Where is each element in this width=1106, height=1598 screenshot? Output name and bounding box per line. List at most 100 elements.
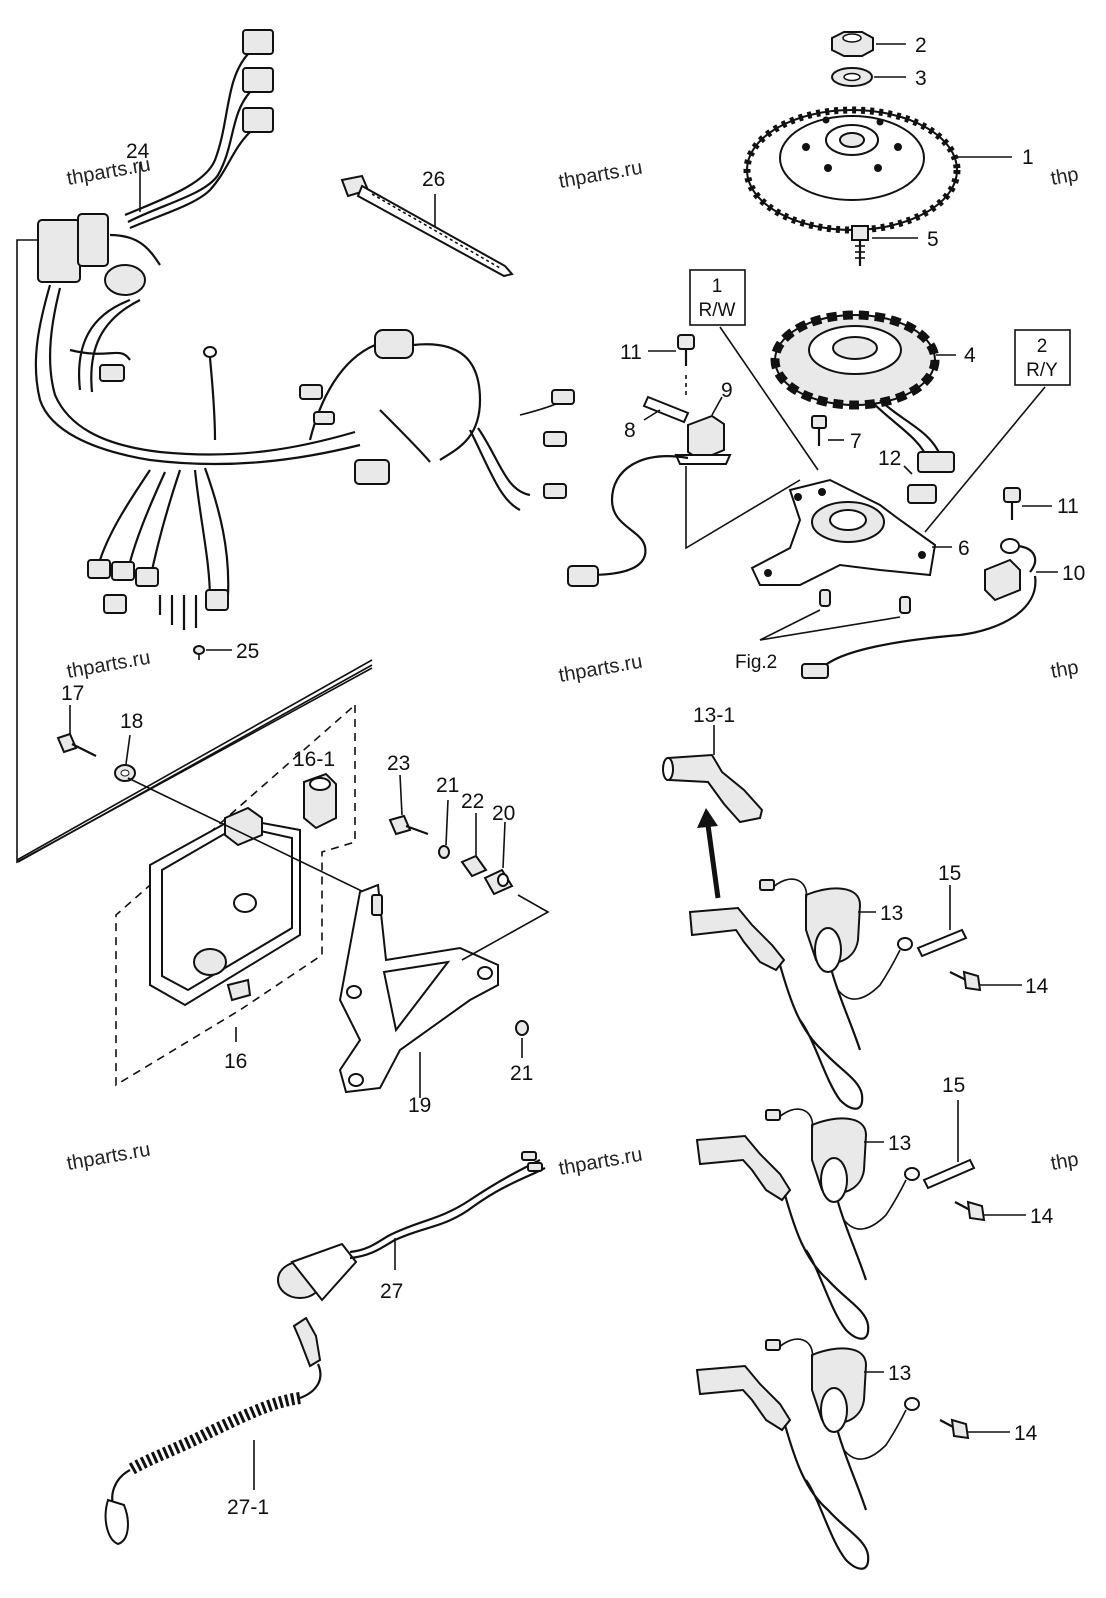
callout-4: 4 — [964, 344, 976, 367]
ignition-coil-icon — [688, 878, 913, 1110]
ignition-coil-icon — [695, 1338, 920, 1570]
leader-line — [502, 821, 506, 869]
callout-5: 5 — [927, 228, 939, 251]
spark-plug-cap-icon — [662, 753, 764, 824]
callout-14: 14 — [1025, 975, 1049, 998]
callout-20: 20 — [492, 802, 515, 825]
screw-icon — [811, 415, 827, 446]
callout-6: 6 — [958, 537, 970, 560]
arrow-head — [697, 808, 718, 828]
bolt-icon — [388, 814, 429, 836]
callout-24: 24 — [126, 140, 150, 163]
rubber-cap-icon — [303, 772, 337, 830]
pulser-coil-icon — [567, 414, 732, 587]
callout-7: 7 — [850, 430, 862, 453]
watermark: thparts.ru — [65, 1139, 152, 1175]
callout-15: 15 — [938, 862, 961, 885]
callout-13-1: 13-1 — [693, 704, 735, 727]
wire-harness-icon — [34, 29, 575, 630]
ground-lead-icon — [922, 1158, 976, 1190]
callout-21: 21 — [436, 774, 459, 797]
bolt-icon — [56, 732, 97, 757]
bolt-icon — [939, 1418, 970, 1440]
assembly-line — [16, 659, 373, 861]
callout-25: 25 — [236, 640, 259, 663]
screw-icon — [677, 334, 695, 395]
nut-icon — [831, 31, 874, 57]
plate-icon — [642, 395, 690, 424]
cdi-unit-icon — [149, 806, 301, 1007]
leader-line — [924, 386, 1046, 533]
box-code: R/Y — [1026, 360, 1058, 381]
assembly-line — [16, 239, 373, 864]
callout-2: 2 — [915, 34, 927, 57]
callout-11: 11 — [620, 341, 642, 364]
callout-13: 13 — [888, 1132, 911, 1155]
callout-17: 17 — [61, 682, 84, 705]
leader-line — [711, 396, 723, 416]
lanyard-icon — [104, 1316, 322, 1546]
box-number: 1 — [712, 276, 723, 297]
callout-18: 18 — [120, 710, 143, 733]
leader-line — [903, 465, 913, 475]
watermarks: thparts.ru thparts.ru thparts.ru thparts… — [65, 154, 1080, 1180]
washer-icon — [515, 1020, 529, 1036]
leader-line — [125, 734, 131, 765]
callout-8: 8 — [624, 419, 636, 442]
watermark: thp — [1049, 163, 1080, 189]
grommet-icon — [483, 868, 514, 896]
ignition-coil-icon — [695, 1108, 920, 1340]
box-number: 2 — [1037, 336, 1048, 357]
washer-icon — [438, 845, 450, 859]
callout-23: 23 — [387, 752, 410, 775]
callout-15: 15 — [942, 1074, 965, 1097]
callout-21: 21 — [510, 1062, 533, 1085]
assembly-line — [685, 466, 801, 550]
leader-line — [399, 774, 403, 816]
callout-9: 9 — [721, 379, 733, 402]
watermark: thparts.ru — [65, 647, 152, 683]
connector-icon — [907, 484, 937, 504]
leader-line — [759, 609, 821, 641]
leader-line — [643, 409, 661, 421]
callout-16-1: 16-1 — [293, 748, 335, 771]
callout-3: 3 — [915, 67, 927, 90]
callout-22: 22 — [461, 790, 484, 813]
callout-12: 12 — [878, 447, 901, 470]
screw-icon — [193, 645, 205, 660]
stator-coil-icon — [770, 310, 955, 473]
stop-switch-icon — [277, 1151, 546, 1302]
dashed-outline — [115, 704, 356, 1087]
callout-16: 16 — [224, 1050, 247, 1073]
callout-11: 11 — [1057, 495, 1079, 518]
callout-19: 19 — [408, 1094, 431, 1117]
callout-26: 26 — [422, 168, 445, 191]
bracket-icon — [338, 883, 499, 1094]
callout-13: 13 — [888, 1362, 911, 1385]
callout-10: 10 — [1062, 562, 1085, 585]
leader-line — [759, 616, 901, 641]
callout-1: 1 — [1022, 146, 1034, 169]
washer-icon — [831, 67, 873, 87]
wire-color-box-rw: 1 R/W — [689, 269, 746, 326]
assembly-line — [17, 664, 373, 863]
assembly-line — [461, 894, 550, 961]
base-plate-icon — [750, 478, 937, 586]
figure-reference: Fig.2 — [735, 652, 777, 673]
callout-27-1: 27-1 — [227, 1496, 269, 1519]
watermark: thp — [1049, 1148, 1080, 1174]
callout-14: 14 — [1030, 1205, 1054, 1228]
flywheel-icon — [743, 106, 961, 234]
bolt-icon — [954, 1200, 986, 1222]
watermark: thparts.ru — [557, 1144, 644, 1180]
assembly-arrow — [705, 824, 721, 899]
watermark: thp — [1049, 656, 1080, 682]
callout-27: 27 — [380, 1280, 403, 1303]
wire-color-box-ry: 2 R/Y — [1014, 329, 1071, 386]
box-code: R/W — [699, 300, 736, 321]
pin-icon — [819, 589, 911, 614]
watermark: thparts.ru — [557, 651, 644, 687]
cable-tie-icon — [340, 174, 514, 278]
